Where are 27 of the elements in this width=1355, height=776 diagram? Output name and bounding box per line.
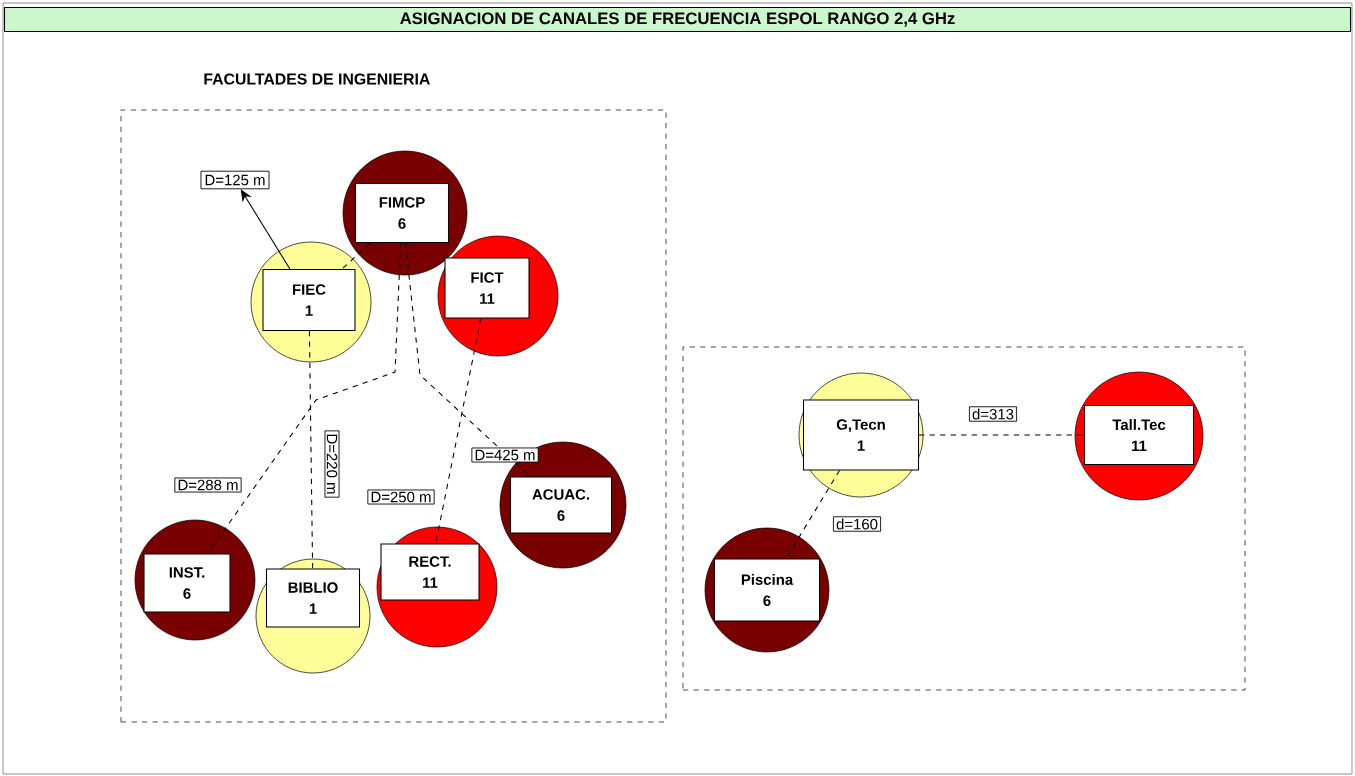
- edge-label: d=313: [968, 406, 1018, 422]
- site-label: FICT 11: [444, 257, 530, 319]
- edge-label: d=160: [832, 516, 882, 532]
- edge-label: D=220 m: [324, 430, 340, 498]
- site-label: G,Tecn 1: [802, 399, 920, 471]
- connector-line: [341, 242, 371, 270]
- site-label: BIBLIO 1: [266, 568, 361, 628]
- site-label: Tall.Tec 11: [1084, 405, 1195, 466]
- distance-label: D=125 m: [200, 170, 270, 190]
- site-label: FIEC 1: [262, 269, 356, 332]
- site-label: ACUAC. 6: [510, 476, 613, 534]
- dashed-frame: [682, 346, 1246, 691]
- site-label: INST. 6: [143, 553, 231, 613]
- site-label: Piscina 6: [713, 558, 821, 622]
- site-label: FIMCP 6: [355, 183, 450, 244]
- edge-label: D=250 m: [367, 489, 435, 505]
- connector-line: [308, 330, 314, 569]
- edge-label: D=288 m: [174, 477, 242, 493]
- connector-line: [785, 470, 840, 559]
- group-heading: FACULTADES DE INGENIERIA: [204, 73, 430, 85]
- site-label: RECT. 11: [380, 543, 480, 601]
- connector-line: [918, 434, 1085, 436]
- title-bar: ASIGNACION DE CANALES DE FRECUENCIA ESPOL RANGO 2,4 GHz: [3, 6, 1352, 33]
- connector-line: [240, 189, 291, 270]
- connector-line: [404, 242, 531, 477]
- edge-label: D=425 m: [471, 447, 539, 463]
- connector-line: [435, 318, 482, 544]
